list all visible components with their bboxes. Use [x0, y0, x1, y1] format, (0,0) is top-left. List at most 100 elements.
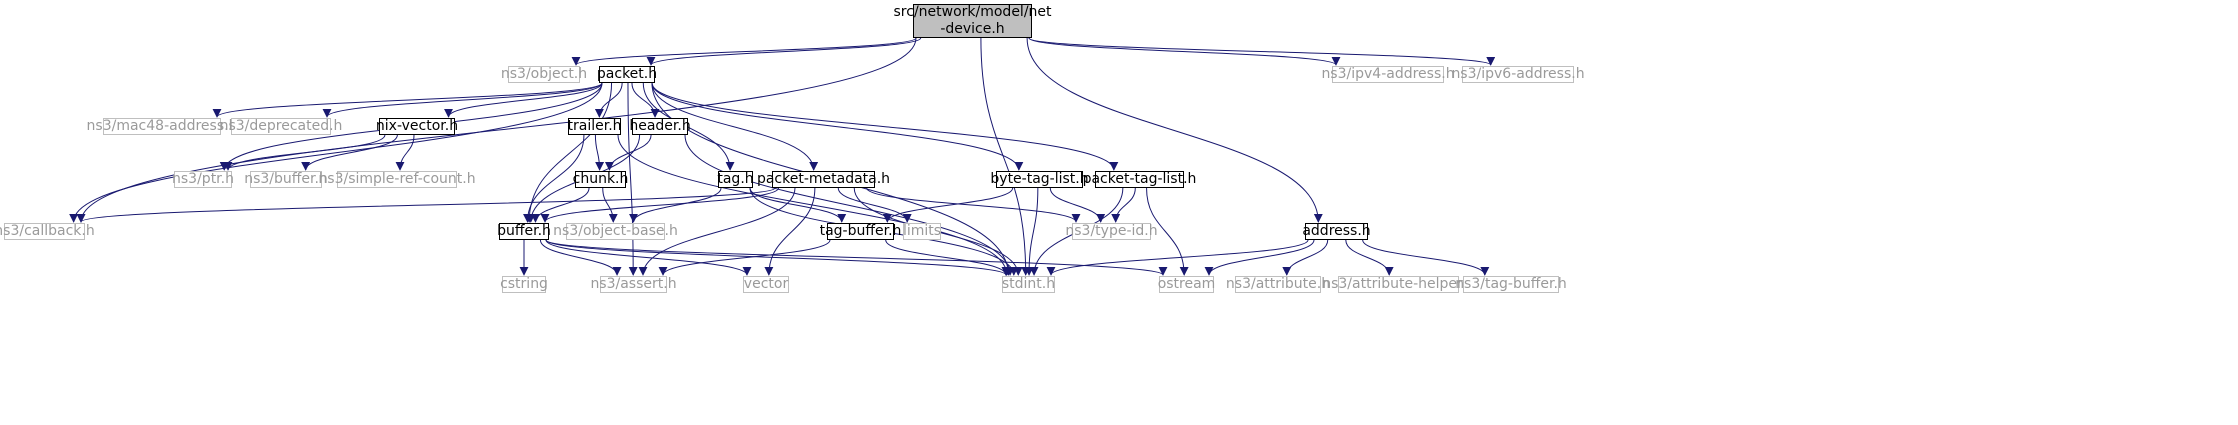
node-label: chunk.h [572, 171, 629, 187]
edge-header-h-to-chunk-h [604, 134, 652, 171]
edge-src-network-model-net-device-h-to-ns3-ipv4-address-h [1028, 37, 1341, 66]
node-vector: vector [743, 276, 789, 293]
edge-packet-metadata-h-to-ns3-callback-h [76, 187, 776, 223]
node-buffer-h[interactable]: buffer.h [497, 223, 551, 240]
node-address-h[interactable]: address.h [1302, 223, 1371, 240]
node-stdint-h: stdint.h [1002, 276, 1055, 293]
node-ns3-attribute-h: ns3/attribute.h [1226, 276, 1330, 293]
node-label: ns3/ipv6-address.h [1451, 66, 1585, 82]
edge-address-h-to-ns3-attribute-helper-h [1345, 239, 1394, 276]
node-label: ns3/attribute.h [1225, 276, 1331, 292]
root-label-line1: src/network/model/net [893, 4, 1052, 20]
edge-buffer-h-to-vector [545, 239, 752, 276]
edge-buffer-h-to-stdint-h [545, 239, 1011, 276]
node-label: ns3/object.h [500, 66, 588, 82]
root-node-net-device-h: src/network/model/net -device.h [894, 4, 1052, 38]
edge-chunk-h-to-buffer-h [531, 187, 590, 223]
node-byte-tag-list-h[interactable]: byte-tag-list.h [990, 171, 1089, 188]
node-tag-h[interactable]: tag.h [717, 171, 754, 188]
node-packet-h[interactable]: packet.h [597, 66, 657, 83]
node-ns3-deprecated-h: ns3/deprecated.h [220, 118, 342, 135]
root-label-line2: -device.h [940, 21, 1005, 37]
node-label: ns3/object-base.h [553, 223, 678, 239]
edge-tag-buffer-h-to-ns3-assert-h [658, 239, 831, 276]
node-label: address.h [1302, 223, 1371, 239]
edge-trailer-h-to-buffer-h [523, 134, 585, 223]
node-ns3-buffer-h: ns3/buffer.h [244, 171, 328, 188]
node-ns3-ipv6-address-h: ns3/ipv6-address.h [1451, 66, 1585, 83]
edge-packet-metadata-h-to-buffer-h [540, 187, 780, 223]
edge-chunk-h-to-ns3-object-base-h [602, 187, 618, 223]
edge-packet-metadata-h-to-ns3-assert-h [638, 187, 796, 276]
edge-packet-tag-list-h-to-ostream [1146, 187, 1189, 276]
node-label: ns3/mac48-address.h [86, 118, 238, 134]
node-ns3-tag-buffer-h: ns3/tag-buffer.h [1455, 276, 1567, 293]
node-nix-vector-h[interactable]: nix-vector.h [375, 118, 459, 135]
node-label: stdint.h [1001, 276, 1056, 292]
node-label: byte-tag-list.h [990, 171, 1089, 187]
edge-src-network-model-net-device-h-to-address-h [1026, 37, 1323, 223]
edge-src-network-model-net-device-h-to-stdint-h [980, 37, 1031, 276]
edge-packet-h-to-buffer-h [524, 82, 613, 223]
edge-tag-h-to-ns3-object-base-h [629, 187, 722, 223]
node-ns3-object-base-h: ns3/object-base.h [553, 223, 678, 240]
node-ns3-simple-ref-count-h: ns3/simple-ref-count.h [318, 171, 476, 188]
node-header-h[interactable]: header.h [629, 118, 691, 135]
node-label: tag-buffer.h [819, 223, 902, 239]
edge-packet-h-to-ns3-deprecated-h [322, 82, 603, 118]
edge-byte-tag-list-h-to-stdint-h [1024, 187, 1039, 276]
edge-nix-vector-h-to-ns3-ptr-h [223, 134, 386, 171]
node-label: ns3/deprecated.h [219, 118, 343, 134]
node-label: ns3/assert.h [590, 276, 677, 292]
edge-packet-h-to-trailer-h [594, 82, 623, 118]
edge-src-network-model-net-device-h-to-ns3-object-h [571, 37, 917, 66]
edge-address-h-to-stdint-h [1046, 239, 1309, 276]
edge-packet-metadata-h-to-vector [764, 187, 816, 276]
node-tag-buffer-h[interactable]: tag-buffer.h [820, 223, 901, 240]
node-label: ns3/callback.h [0, 223, 95, 239]
edge-packet-h-to-byte-tag-list-h [651, 82, 1024, 171]
edge-packet-h-to-nix-vector-h [444, 82, 603, 118]
edge-packet-metadata-h-to-limits [837, 187, 912, 223]
node-label: header.h [629, 118, 691, 134]
node-trailer-h[interactable]: trailer.h [568, 118, 622, 135]
edge-packet-h-to-ns3-assert-h [627, 82, 638, 276]
edge-address-h-to-ns3-tag-buffer-h [1362, 239, 1490, 276]
node-label: packet-tag-list.h [1082, 171, 1197, 187]
node-chunk-h[interactable]: chunk.h [572, 171, 629, 188]
node-label: ns3/simple-ref-count.h [318, 171, 476, 187]
edge-packet-h-to-ns3-mac48-address-h [212, 82, 603, 118]
edge-byte-tag-list-h-to-tag-buffer-h [882, 187, 1014, 223]
node-label: ns3/tag-buffer.h [1455, 276, 1567, 292]
node-ns3-mac48-address-h: ns3/mac48-address.h [87, 118, 237, 135]
node-label: limits [902, 223, 942, 239]
node-packet-metadata-h[interactable]: packet-metadata.h [757, 171, 890, 188]
node-label: nix-vector.h [375, 118, 459, 134]
node-label: cstring [500, 276, 548, 292]
node-label: ns3/ipv4-address.h [1321, 66, 1455, 82]
edge-packet-h-to-packet-metadata-h [651, 82, 819, 171]
node-ns3-object-h: ns3/object.h [501, 66, 587, 83]
edge-byte-tag-list-h-to-ns3-type-id-h [1049, 187, 1106, 223]
node-limits: limits [903, 223, 941, 240]
edge-src-network-model-net-device-h-to-ns3-ipv6-address-h [1028, 37, 1495, 66]
edge-packet-h-to-ns3-callback-h [69, 82, 603, 223]
edge-packet-metadata-h-to-ns3-type-id-h [866, 187, 1081, 223]
node-packet-tag-list-h[interactable]: packet-tag-list.h [1083, 171, 1196, 188]
node-ns3-attribute-helper-h: ns3/attribute-helper.h [1322, 276, 1475, 293]
edge-trailer-h-to-chunk-h [594, 134, 605, 171]
node-label: ns3/type-id.h [1065, 223, 1158, 239]
edge-packet-h-to-packet-tag-list-h [651, 82, 1119, 171]
edge-nix-vector-h-to-ns3-simple-ref-count-h [395, 134, 415, 171]
node-ns3-ptr-h: ns3/ptr.h [172, 171, 234, 188]
node-ns3-assert-h: ns3/assert.h [590, 276, 677, 293]
node-label: ostream [1157, 276, 1216, 292]
node-label: packet-metadata.h [756, 171, 891, 187]
node-label: ns3/buffer.h [244, 171, 328, 187]
root-node-label: src/network/model/net -device.h [894, 4, 1052, 38]
edge-nix-vector-h-to-ns3-buffer-h [301, 134, 398, 171]
edge-address-h-to-ostream [1204, 239, 1315, 276]
node-cstring: cstring [500, 276, 548, 293]
node-ns3-type-id-h: ns3/type-id.h [1065, 223, 1158, 240]
